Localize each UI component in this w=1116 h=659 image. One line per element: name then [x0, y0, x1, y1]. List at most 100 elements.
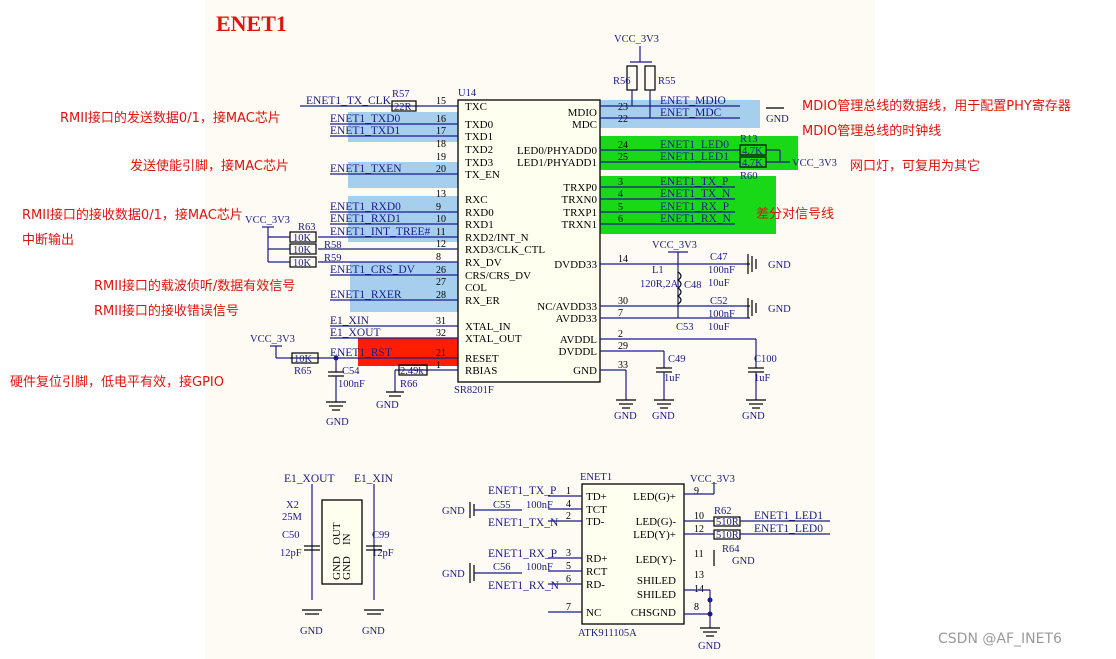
chip-pin-name: XTAL_OUT — [465, 333, 522, 345]
vcc-label-pullups: VCC_3V3 — [245, 215, 290, 226]
c47-v2: 10uF — [708, 278, 730, 289]
vcc-label-led: VCC_3V3 — [792, 158, 837, 169]
c99-ref: C99 — [372, 530, 390, 541]
chip-pin-number: 28 — [436, 290, 446, 301]
c100-ref: C100 — [754, 354, 777, 365]
annotation-crs: RMII接口的载波侦听/数据有效信号 — [94, 278, 295, 294]
gnd-label-mdio: GND — [766, 114, 789, 125]
c99-value: 12pF — [372, 548, 394, 559]
chip-pin-name: TXD0 — [465, 119, 494, 131]
gnd-label-c56: GND — [442, 569, 465, 580]
chip-pin-number: 10 — [436, 214, 446, 225]
chip-pin-number: 12 — [436, 239, 446, 250]
rj45-part: ATK911105A — [578, 628, 637, 639]
rj45-pin-number: 9 — [694, 486, 699, 497]
chip-pin-name: RX_DV — [465, 257, 502, 269]
chip-pin-name: TRXN1 — [562, 219, 597, 231]
chip-pin-name: RXD2/INT_N — [465, 232, 529, 244]
c50-value: 12pF — [280, 548, 302, 559]
chip-pin-name: TRXP1 — [563, 207, 597, 219]
chip-pin-name: RXC — [465, 194, 488, 206]
r64-ref: R64 — [722, 544, 740, 555]
chip-pin-name: LED1/PHYADD1 — [517, 157, 597, 169]
pullup-resistors: VCC_3V3 R63 10K 10K R58 10K R59 — [245, 215, 342, 269]
gnd-label-c99: GND — [362, 626, 385, 637]
r13-value: 4.7K — [742, 146, 763, 157]
rj45-pin-number: 12 — [694, 524, 704, 535]
rj45-pin-name: LED(Y)+ — [633, 529, 676, 541]
gnd-label-u14: GND — [614, 411, 637, 422]
rj45-pin-name: RCT — [586, 566, 608, 578]
net-txen: ENET1_TXEN — [330, 163, 402, 175]
net-txd0: ENET1_TXD0 — [330, 113, 401, 125]
chip-pin-name: LED0/PHYADD0 — [517, 145, 598, 157]
c52-v1: 100nF — [708, 309, 735, 320]
rj45-pin-name: TD+ — [586, 491, 607, 503]
power-decoupling: VCC_3V3 L1 120R,2A C48 C47 100nF 10uF GN… — [600, 240, 791, 422]
gnd-label-c54: GND — [326, 417, 349, 428]
chip-pin-name: RXD1 — [465, 219, 494, 231]
r63-ref: R63 — [298, 222, 316, 233]
chip-pin-number: 24 — [618, 140, 628, 151]
chip-pin-name: MDC — [572, 119, 597, 131]
annotation-int-out: 中断输出 — [22, 232, 74, 248]
net-rxd1: ENET1_RXD1 — [330, 213, 401, 225]
net-enet1-rst: ENET1_RST — [330, 347, 392, 359]
chip-pin-name: TRXN0 — [562, 194, 598, 206]
vcc-label-dvdd: VCC_3V3 — [652, 240, 697, 251]
chip-pin-name: TXD1 — [465, 131, 493, 143]
r57-value: 22R — [394, 102, 412, 113]
reset-circuit: VCC_3V3 10K R65 C54 100nF GND 2.49k R66 … — [250, 334, 428, 428]
annotation-tx-data: RMII接口的发送数据0/1，接MAC芯片 — [60, 110, 281, 126]
annotation-diff: 差分对信号线 — [756, 207, 834, 222]
mdio-circuit: VCC_3V3 R56 R55 ENET_MDIO ENET_MDC GND — [600, 34, 789, 125]
r13-ref: R13 — [740, 134, 758, 145]
c55-ref: C55 — [493, 500, 511, 511]
chip-pin-number: 32 — [436, 328, 446, 339]
c49-ref: C49 — [668, 354, 686, 365]
crystal-pin-gnd1: GND — [331, 556, 343, 580]
chip-pin-number: 9 — [436, 202, 441, 213]
chip-pin-number: 29 — [618, 341, 628, 352]
chip-pin-number: 33 — [618, 360, 628, 371]
rj-net-tx-p: ENET1_TX_P — [488, 485, 556, 497]
r58-value: 10K — [293, 245, 312, 256]
r59-ref: R59 — [324, 253, 342, 264]
annotation-rx-err: RMII接口的接收错误信号 — [94, 303, 239, 319]
chip-pin-number: 8 — [436, 252, 441, 263]
chip-right-pins: 23MDIO22MDC24LED0/PHYADD025LED1/PHYADD13… — [517, 102, 628, 377]
r62-value: 510R — [716, 517, 739, 528]
net-e1-xout: E1_XOUT — [330, 327, 380, 339]
rj45-pin-name: SHILED — [637, 575, 676, 587]
chip-pin-name: MDIO — [568, 107, 597, 119]
gnd-label-c50: GND — [300, 626, 323, 637]
gnd-label-dvdd: GND — [768, 260, 791, 271]
chip-pin-name: DVDDL — [559, 346, 598, 358]
net-tx-n: ENET1_TX_N — [660, 188, 731, 200]
rj45-pin-number: 10 — [694, 511, 704, 522]
rj-net-led1: ENET1_LED1 — [754, 510, 823, 522]
r59-value: 10K — [293, 258, 312, 269]
net-crs-dv: ENET1_CRS_DV — [330, 264, 416, 276]
gnd-label-avdd: GND — [768, 304, 791, 315]
rj-net-led0: ENET1_LED0 — [754, 523, 823, 535]
chip-ref: U14 — [458, 88, 477, 99]
chip-pin-name: TXD2 — [465, 144, 493, 156]
net-led1: ENET1_LED1 — [660, 151, 729, 163]
c49-value: 1uF — [664, 373, 681, 384]
chip-pin-name: CRS/CRS_DV — [465, 270, 531, 282]
chip-pin-name: GND — [573, 365, 597, 377]
rj45-pin-number: 11 — [694, 549, 704, 560]
r60-ref: R60 — [740, 171, 758, 182]
annotation-led: 网口灯，可复用为其它 — [850, 158, 980, 174]
sheet-title: ENET1 — [216, 11, 287, 36]
chip-pin-name: DVDD33 — [554, 259, 597, 271]
gnd-label-rj-shield: GND — [698, 641, 721, 652]
chip-pin-number: 3 — [618, 177, 623, 188]
c56-value: 100nF — [526, 562, 553, 573]
rj45-pin-name: LED(G)- — [636, 516, 677, 528]
rj45-pin-name: LED(G)+ — [633, 491, 676, 503]
vcc-label-reset: VCC_3V3 — [250, 334, 295, 345]
chip-pin-number: 23 — [618, 102, 628, 113]
